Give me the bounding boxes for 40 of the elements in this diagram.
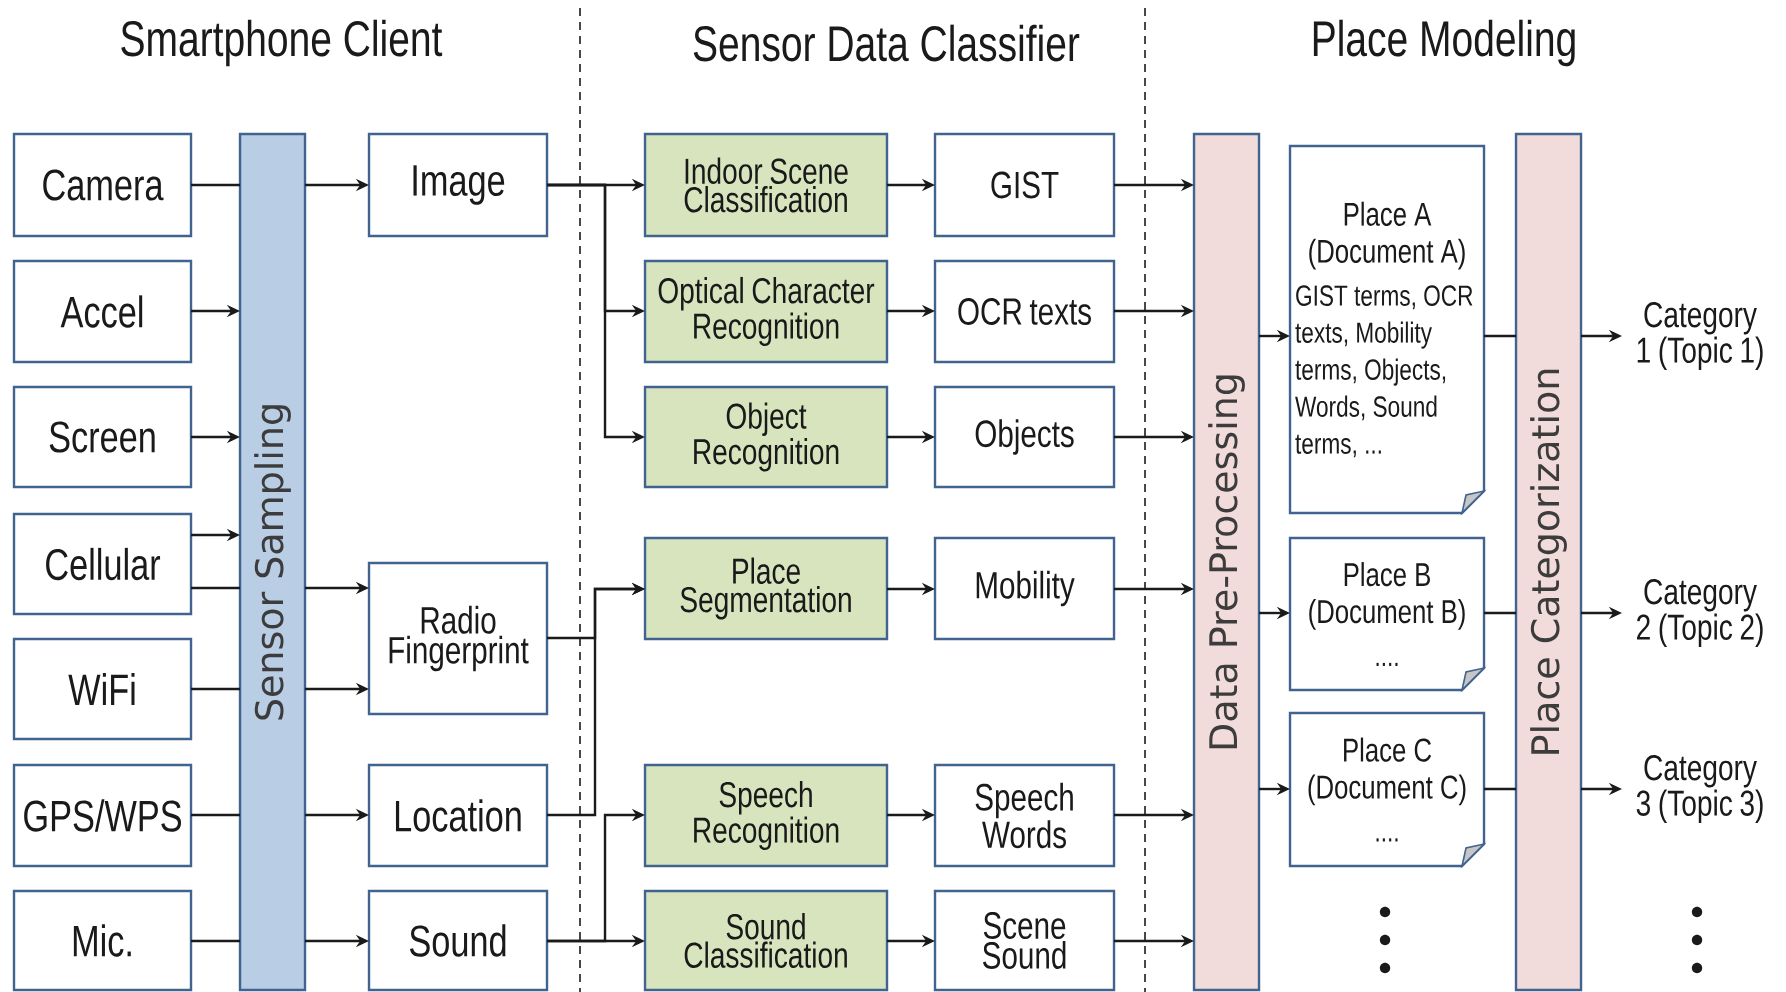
classifier-box: Speech Recognition	[643, 763, 889, 868]
sensor-box: Cellular	[12, 512, 193, 616]
sensor-box: WiFi	[12, 637, 193, 741]
feature-box: GIST	[933, 132, 1116, 238]
classifier-box: Place Segmentation	[643, 536, 889, 641]
column-heading: Place Modeling	[1313, 19, 1575, 67]
category-label: Category 2 (Topic 2)	[1637, 578, 1763, 648]
sensor-box: Camera	[12, 132, 193, 238]
feature-box: Speech Words	[933, 763, 1116, 868]
feature-box: OCR texts	[933, 259, 1116, 364]
data-box: Radio Fingerprint	[367, 561, 549, 716]
stage-bar: Data Pre-Processing	[1192, 132, 1261, 992]
category-label: Category 3 (Topic 3)	[1636, 754, 1763, 824]
classifier-box: Sound Classification	[643, 889, 889, 992]
connector-line	[191, 183, 240, 187]
stage-bar: Place Categorization	[1514, 132, 1583, 992]
feature-box: Mobility	[933, 536, 1116, 641]
column-heading: Smartphone Client	[121, 19, 443, 67]
data-box: Image	[367, 132, 549, 238]
sensor-box: Mic.	[12, 889, 193, 992]
column-heading: Sensor Data Classifier	[693, 24, 1080, 62]
stage-bar: Sensor Sampling	[238, 132, 307, 992]
connector-line	[1484, 611, 1516, 615]
sensor-box: Accel	[12, 259, 193, 364]
connector-line	[191, 586, 240, 590]
connector-line	[191, 813, 240, 817]
data-box: Sound	[367, 889, 549, 992]
category-label: Category 1 (Topic 1)	[1637, 301, 1763, 371]
connector-line	[191, 687, 240, 691]
feature-box: Scene Sound	[933, 889, 1116, 992]
classifier-box: Optical Character Recognition	[643, 259, 889, 364]
connector-line	[1484, 787, 1516, 791]
classifier-box: Object Recognition	[643, 385, 889, 489]
data-box: Location	[367, 763, 549, 868]
sensor-box: Screen	[12, 385, 193, 489]
connector-line	[1484, 334, 1516, 338]
feature-box: Objects	[933, 385, 1116, 489]
classifier-box: Indoor Scene Classification	[643, 132, 889, 238]
connector-line	[191, 939, 240, 943]
sensor-box: GPS/WPS	[12, 763, 193, 868]
